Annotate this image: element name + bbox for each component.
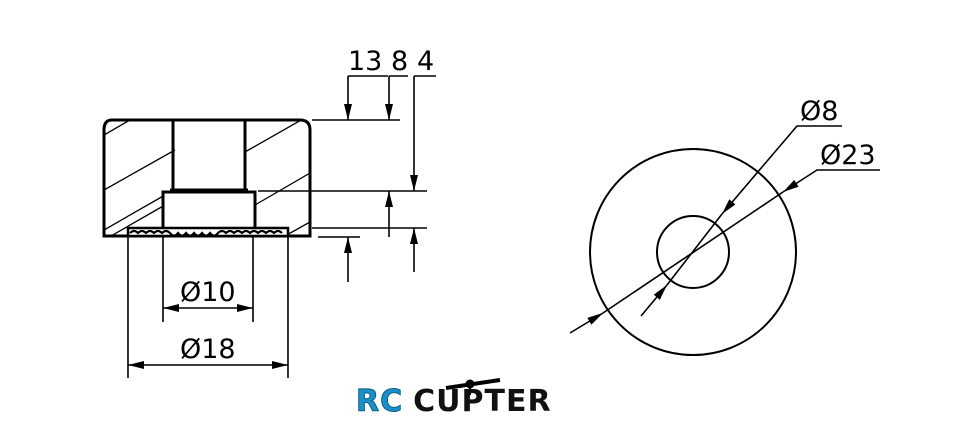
dim-4-label: 4 bbox=[417, 46, 434, 77]
dim-8-label: 8 bbox=[391, 46, 408, 77]
vertical-dimensions bbox=[258, 75, 436, 282]
section-view bbox=[102, 118, 312, 238]
dim-d8-label: Ø8 bbox=[800, 96, 838, 127]
rc-cupter-logo: RC CUPTER bbox=[355, 384, 596, 424]
logo-rc: RC bbox=[355, 384, 404, 420]
dim-d23-label: Ø23 bbox=[820, 140, 876, 171]
logo-cupter: CUPTER bbox=[413, 384, 552, 419]
dim-13-label: 13 bbox=[348, 46, 382, 77]
rotor-icon bbox=[445, 378, 501, 395]
horizontal-dimensions bbox=[127, 236, 289, 378]
dim-d18-label: Ø18 bbox=[180, 334, 236, 365]
top-view bbox=[569, 125, 880, 356]
dim-d10-label: Ø10 bbox=[180, 277, 236, 308]
